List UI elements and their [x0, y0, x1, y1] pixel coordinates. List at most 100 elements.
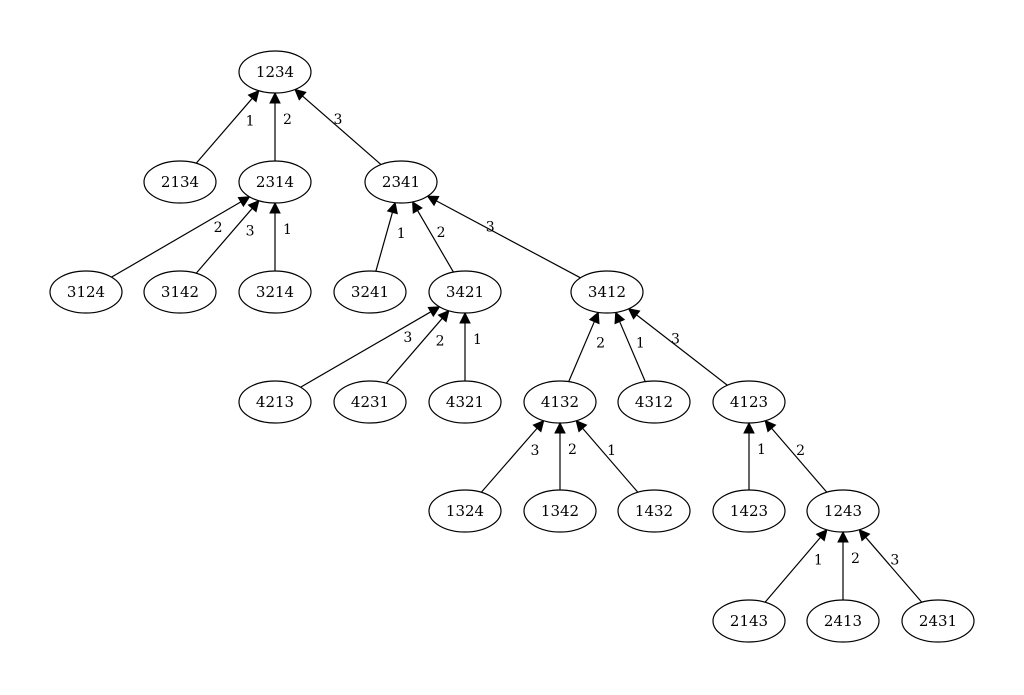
node-ellipse — [428, 380, 502, 424]
edge-label: 3 — [671, 332, 680, 348]
edge-4123-to-3412: 3 — [627, 308, 728, 386]
arrowhead-icon — [858, 528, 871, 542]
node-4213: 4213 — [238, 380, 312, 424]
edge-label: 1 — [636, 335, 645, 351]
edge-label: 2 — [851, 551, 860, 567]
edge-label: 1 — [397, 226, 406, 242]
node-1423: 1423 — [712, 489, 786, 533]
node-label: 4231 — [351, 393, 389, 411]
edge-line — [385, 317, 443, 384]
arrowhead-icon — [627, 308, 641, 320]
node-ellipse — [49, 270, 123, 314]
node-label: 4213 — [256, 393, 294, 411]
node-label: 3124 — [67, 283, 105, 301]
edge-label: 3 — [246, 224, 255, 240]
node-4321: 4321 — [428, 380, 502, 424]
edge-2341-to-1234: 3 — [294, 88, 382, 165]
node-ellipse — [333, 270, 407, 314]
edge-line — [865, 536, 923, 603]
node-ellipse — [238, 270, 312, 314]
edge-line — [302, 95, 382, 165]
edge-line — [111, 201, 242, 278]
edge-2431-to-1243: 3 — [858, 528, 923, 603]
node-3124: 3124 — [49, 270, 123, 314]
edge-2413-to-1243: 2 — [837, 530, 860, 600]
node-ellipse — [238, 50, 312, 94]
node-label: 1243 — [824, 502, 862, 520]
node-3142: 3142 — [143, 270, 217, 314]
edge-4321-to-3421: 1 — [459, 311, 482, 381]
edge-3124-to-2314: 2 — [111, 196, 251, 278]
node-ellipse — [428, 489, 502, 533]
node-label: 3241 — [351, 283, 389, 301]
node-3412: 3412 — [570, 270, 644, 314]
arrowhead-icon — [554, 421, 566, 434]
node-1243: 1243 — [806, 489, 880, 533]
arrowhead-icon — [426, 195, 440, 207]
arrowhead-icon — [294, 88, 307, 101]
edge-line — [582, 427, 639, 493]
edge-label: 2 — [568, 442, 577, 458]
arrowhead-icon — [237, 196, 251, 208]
arrowhead-icon — [614, 311, 626, 325]
arrowhead-icon — [815, 528, 828, 542]
node-ellipse — [364, 160, 438, 204]
edge-3142-to-2314: 3 — [195, 199, 260, 274]
arrowhead-icon — [386, 201, 398, 215]
edge-line — [764, 537, 821, 603]
node-label: 2134 — [161, 173, 199, 191]
edge-3214-to-2314: 1 — [269, 201, 292, 271]
edge-label: 1 — [607, 443, 616, 459]
edge-3421-to-2341: 2 — [412, 200, 454, 273]
node-label: 1342 — [541, 502, 579, 520]
node-label: 1234 — [256, 63, 294, 81]
arrowhead-icon — [588, 311, 600, 325]
node-4132: 4132 — [523, 380, 597, 424]
edge-label: 2 — [437, 225, 446, 241]
node-ellipse — [428, 270, 502, 314]
edge-label: 3 — [403, 330, 412, 346]
arrowhead-icon — [437, 309, 450, 323]
edge-label: 2 — [214, 220, 223, 236]
arrowhead-icon — [532, 419, 545, 433]
edge-line — [436, 200, 581, 279]
node-ellipse — [143, 270, 217, 314]
node-ellipse — [806, 599, 880, 643]
node-1432: 1432 — [617, 489, 691, 533]
node-label: 4312 — [635, 393, 673, 411]
node-1324: 1324 — [428, 489, 502, 533]
edge-line — [195, 97, 253, 164]
node-label: 4123 — [730, 393, 768, 411]
node-label: 3421 — [446, 283, 484, 301]
arrowhead-icon — [743, 421, 755, 434]
node-3241: 3241 — [333, 270, 407, 314]
arrowhead-icon — [269, 201, 281, 214]
node-label: 4132 — [541, 393, 579, 411]
node-label: 2314 — [256, 173, 294, 191]
arrowhead-icon — [427, 306, 441, 318]
node-ellipse — [523, 380, 597, 424]
edge-label: 3 — [890, 553, 899, 569]
node-label: 1423 — [730, 502, 768, 520]
edge-label: 3 — [334, 112, 343, 128]
edge-1423-to-4123: 1 — [743, 421, 766, 490]
node-ellipse — [712, 380, 786, 424]
edge-label: 3 — [530, 443, 539, 459]
node-2314: 2314 — [238, 160, 312, 204]
edge-line — [480, 427, 538, 493]
edge-line — [771, 427, 828, 493]
node-3421: 3421 — [428, 270, 502, 314]
node-label: 3142 — [161, 283, 199, 301]
node-label: 3214 — [256, 283, 294, 301]
edge-2134-to-1234: 1 — [195, 89, 260, 164]
edge-line — [568, 321, 595, 382]
edge-4213-to-3421: 3 — [300, 306, 441, 388]
edge-label: 3 — [486, 219, 495, 235]
arrowhead-icon — [412, 200, 423, 214]
node-ellipse — [901, 599, 975, 643]
edge-label: 1 — [246, 114, 255, 130]
edge-2143-to-1243: 1 — [764, 528, 828, 603]
